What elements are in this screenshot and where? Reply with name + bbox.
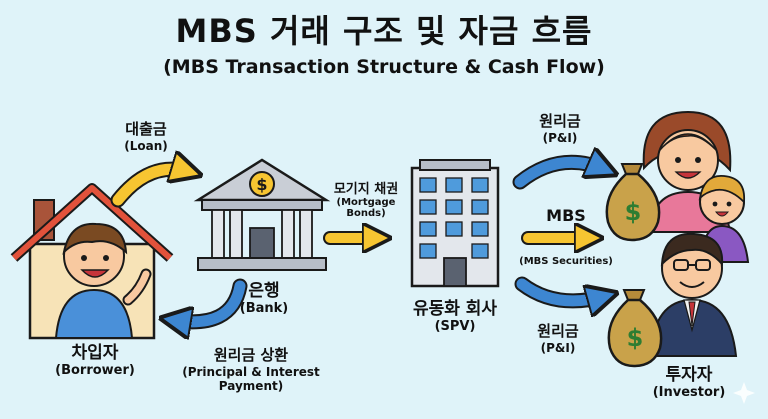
pi-top-label: 원리금 (P&I) xyxy=(539,112,581,145)
pi-bottom-label: 원리금 (P&I) xyxy=(537,322,579,355)
borrower-label: 차입자 (Borrower) xyxy=(55,343,135,378)
dollar-icon: $ xyxy=(627,324,644,352)
money-bag-top-icon: $ xyxy=(605,163,661,242)
investor-label: 투자자 (Investor) xyxy=(652,365,726,400)
borrower-house-icon xyxy=(10,183,174,340)
loan-label: 대출금 (Loan) xyxy=(124,120,168,153)
bank-dollar-icon: $ xyxy=(256,175,267,194)
money-bag-bottom-icon: $ xyxy=(607,289,663,368)
dollar-icon: $ xyxy=(625,198,642,226)
repayment-label: 원리금 상환 (Principal & Interest Payment) xyxy=(182,346,320,393)
diagram-subtitle: (MBS Transaction Structure & Cash Flow) xyxy=(163,56,605,78)
bank-building-icon: $ xyxy=(193,158,331,271)
mbs-securities-label: (MBS Securities) xyxy=(519,256,613,267)
spv-building-icon xyxy=(410,159,500,288)
sparkle-icon xyxy=(733,382,755,404)
spv-label: 유동화 회사 (SPV) xyxy=(412,299,498,334)
mbs-label: MBS xyxy=(546,206,586,225)
bank-label: 은행 (Bank) xyxy=(239,281,289,316)
diagram-title: MBS 거래 구조 및 자금 흐름 xyxy=(175,12,593,50)
mortgage-label: 모기지 채권 (Mortgage Bonds) xyxy=(333,182,399,219)
investors-icon xyxy=(642,110,750,357)
